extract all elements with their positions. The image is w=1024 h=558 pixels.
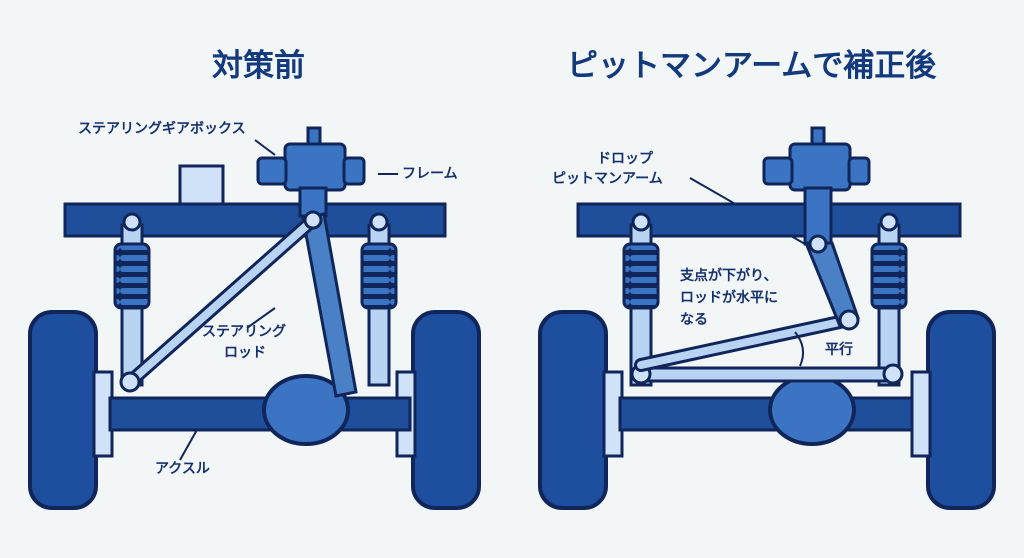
steering-rod bbox=[637, 316, 853, 369]
axle bbox=[618, 396, 914, 432]
frame-box bbox=[178, 164, 225, 208]
drop-label-line1: ドロップ bbox=[597, 151, 653, 167]
pitman-arm bbox=[301, 212, 358, 398]
parallel-angle-arc bbox=[794, 331, 805, 367]
gearbox-label: ステアリングギアボックス bbox=[78, 121, 246, 137]
frame-label: フレーム bbox=[402, 166, 458, 182]
tie-rod bbox=[639, 366, 895, 383]
after-title: ピットマンアームで補正後 bbox=[567, 48, 937, 84]
before-diagram bbox=[28, 126, 481, 510]
coil-spring-icon bbox=[622, 242, 660, 310]
steering-gearbox-icon bbox=[762, 126, 871, 246]
after-diagram bbox=[538, 126, 996, 510]
note-line1: 支点が下がり、 bbox=[680, 268, 778, 284]
differential-icon bbox=[768, 374, 856, 446]
axle-label: アクスル bbox=[155, 461, 210, 477]
before-title: 対策前 bbox=[212, 48, 305, 84]
wheel-icon bbox=[28, 310, 98, 510]
wheel-icon bbox=[926, 310, 996, 510]
coil-spring-icon bbox=[870, 242, 908, 310]
wheel-icon bbox=[411, 310, 481, 510]
steering-gearbox-icon bbox=[256, 126, 366, 218]
parallel-label: 平行 bbox=[825, 342, 853, 358]
axle bbox=[108, 396, 412, 432]
wheel-icon bbox=[538, 310, 608, 510]
differential-icon bbox=[262, 374, 350, 446]
coil-spring-icon bbox=[113, 242, 151, 310]
rod-label-line1: ステアリング bbox=[202, 324, 286, 340]
steering-rod bbox=[126, 216, 317, 386]
drop-label-line2: ピットマンアーム bbox=[552, 171, 663, 187]
note-line2: ロッドが水平に bbox=[680, 290, 778, 306]
rod-label-line2: ロッド bbox=[224, 345, 266, 361]
note-line3: なる bbox=[680, 312, 708, 328]
coil-spring-icon bbox=[360, 242, 398, 310]
